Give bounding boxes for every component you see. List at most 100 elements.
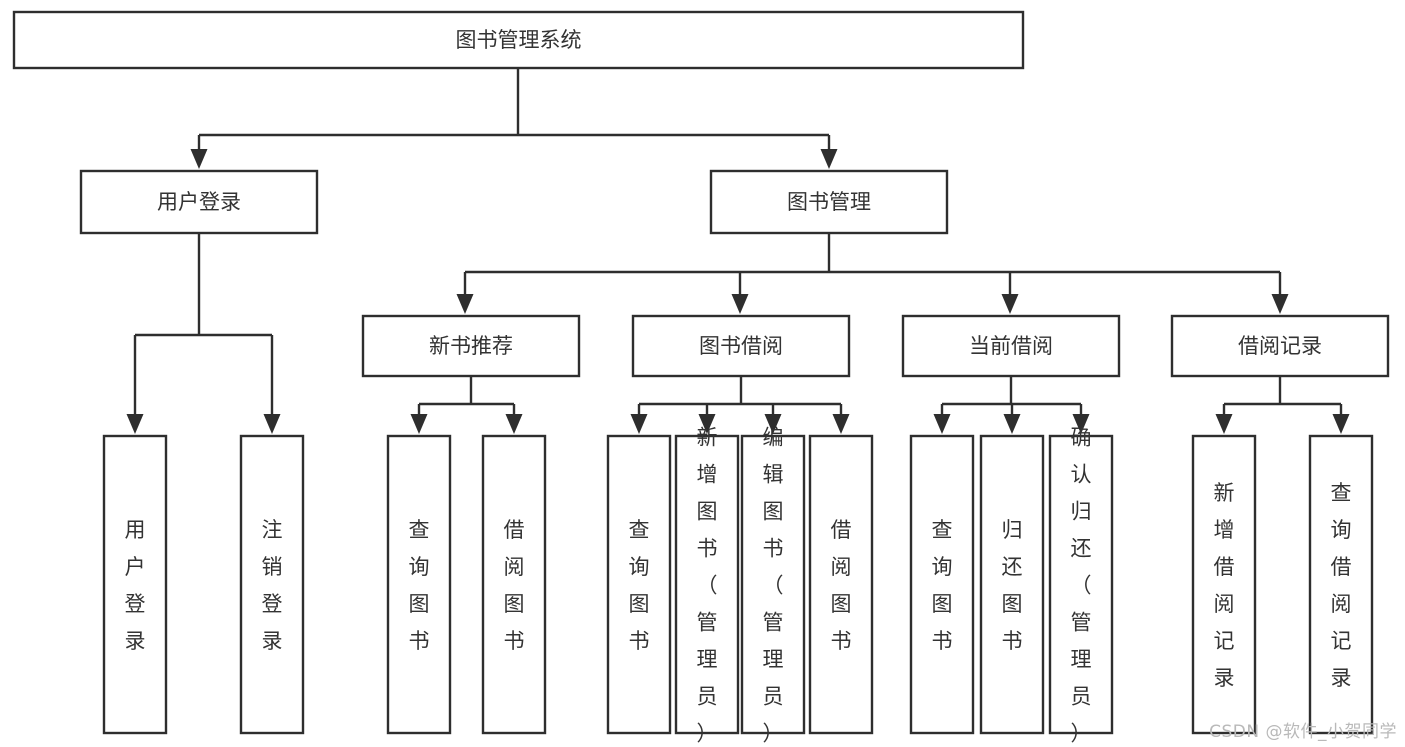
node-label-char: 图 [831, 592, 852, 616]
node-label-char: 记 [1331, 629, 1352, 653]
node-box [901, 314, 1121, 378]
connector-records-to-leaves [1215, 376, 1350, 434]
node-borrow[interactable]: 图书借阅 [631, 314, 851, 378]
node-label-char: 录 [1214, 666, 1235, 690]
node-label-char: 认 [1071, 463, 1092, 487]
node-label-char: 图 [629, 592, 650, 616]
node-label-char: 借 [1331, 555, 1352, 579]
node-label: 当前借阅 [969, 334, 1053, 358]
node-box [808, 434, 874, 735]
node-box [909, 434, 975, 735]
node-box [79, 169, 319, 235]
node-label-char: 借 [831, 518, 852, 542]
node-box [1191, 434, 1257, 735]
node-label-char: 员 [763, 685, 784, 709]
connector-root-to-level2 [190, 68, 838, 169]
node-box [102, 434, 168, 735]
node-box [481, 434, 547, 735]
node-label-char: 增 [697, 463, 718, 487]
node-label-char: 销 [262, 555, 283, 579]
node-label-char: （ [763, 574, 784, 598]
node-label-char: 录 [125, 629, 146, 653]
node-label-char: 书 [629, 629, 650, 653]
node-label-char: （ [1071, 574, 1092, 598]
node-leaf5[interactable]: 查询图书查询图书 [606, 434, 672, 735]
node-box [606, 434, 672, 735]
node-leaf13[interactable]: 查询借阅记录查询借阅记录 [1308, 434, 1374, 735]
node-bookmgmt[interactable]: 图书管理 [709, 169, 949, 235]
node-label-char: 查 [1331, 481, 1352, 505]
node-label-char: 登 [262, 592, 283, 616]
node-label: 图书管理 [787, 190, 871, 214]
node-leaf12[interactable]: 新增借阅记录新增借阅记录 [1191, 434, 1257, 735]
node-label-char: 员 [1071, 685, 1092, 709]
node-box [1308, 434, 1374, 735]
node-label-char: 图 [932, 592, 953, 616]
node-label-char: 借 [1214, 555, 1235, 579]
node-label-char: （ [697, 574, 718, 598]
node-label-char: 注 [262, 518, 283, 542]
node-label-char: 阅 [1214, 592, 1235, 616]
connector-newbook-to-leaves [410, 376, 523, 434]
nodes-layer: 图书管理系统用户登录图书管理新书推荐图书借阅当前借阅借阅记录用户登录用户登录注销… [12, 10, 1390, 746]
node-leaf8[interactable]: 借阅图书借阅图书 [808, 434, 874, 735]
node-label-char: 查 [409, 518, 430, 542]
node-label-char: 新 [1214, 481, 1235, 505]
node-label-char: 还 [1002, 555, 1023, 579]
node-label-char: 询 [409, 555, 430, 579]
node-box [1170, 314, 1390, 378]
node-label-char: 阅 [831, 555, 852, 579]
node-login[interactable]: 用户登录 [79, 169, 319, 235]
node-label-char: 图 [1002, 592, 1023, 616]
node-leaf9[interactable]: 查询图书查询图书 [909, 434, 975, 735]
node-label-char: 询 [1331, 518, 1352, 542]
node-label-char: 新 [697, 426, 718, 450]
node-box [631, 314, 851, 378]
connector-current-to-leaves [933, 376, 1090, 434]
node-current[interactable]: 当前借阅 [901, 314, 1121, 378]
node-records[interactable]: 借阅记录 [1170, 314, 1390, 378]
node-leaf2[interactable]: 注销登录注销登录 [239, 434, 305, 735]
node-box [239, 434, 305, 735]
node-label-char: 管 [763, 611, 784, 635]
node-label-char: 记 [1214, 629, 1235, 653]
node-label: 借阅记录 [1238, 334, 1322, 358]
node-leaf1[interactable]: 用户登录用户登录 [102, 434, 168, 735]
node-label-char: 书 [932, 629, 953, 653]
node-label-char: 编 [763, 426, 784, 450]
node-label: 图书借阅 [699, 334, 783, 358]
node-label-char: 图 [409, 592, 430, 616]
node-label-char: 用 [125, 518, 146, 542]
node-label-char: 阅 [1331, 592, 1352, 616]
node-box [12, 10, 1025, 70]
node-label-char: ） [763, 722, 784, 746]
connector-borrow-to-leaves [630, 376, 850, 434]
node-label-char: 录 [262, 629, 283, 653]
node-label-char: 员 [697, 685, 718, 709]
node-label-char: 理 [1071, 648, 1092, 672]
node-label: 用户登录 [157, 190, 241, 214]
node-leaf4[interactable]: 借阅图书借阅图书 [481, 434, 547, 735]
node-label-char: 书 [409, 629, 430, 653]
node-leaf10[interactable]: 归还图书归还图书 [979, 434, 1045, 735]
node-newbook[interactable]: 新书推荐 [361, 314, 581, 378]
node-label-char: ） [697, 722, 718, 746]
node-label-char: 阅 [504, 555, 525, 579]
node-label-char: 管 [697, 611, 718, 635]
node-label-char: 书 [1002, 629, 1023, 653]
node-box [709, 169, 949, 235]
node-box [674, 434, 740, 735]
node-label-char: 确 [1071, 426, 1092, 450]
node-root[interactable]: 图书管理系统 [12, 10, 1025, 70]
node-box [386, 434, 452, 735]
node-leaf3[interactable]: 查询图书查询图书 [386, 434, 452, 735]
node-label-char: 书 [697, 537, 718, 561]
node-label-char: 查 [629, 518, 650, 542]
connector-login-to-leaves [126, 233, 281, 434]
node-label-char: 图 [697, 500, 718, 524]
node-label-char: 书 [763, 537, 784, 561]
node-box [361, 314, 581, 378]
